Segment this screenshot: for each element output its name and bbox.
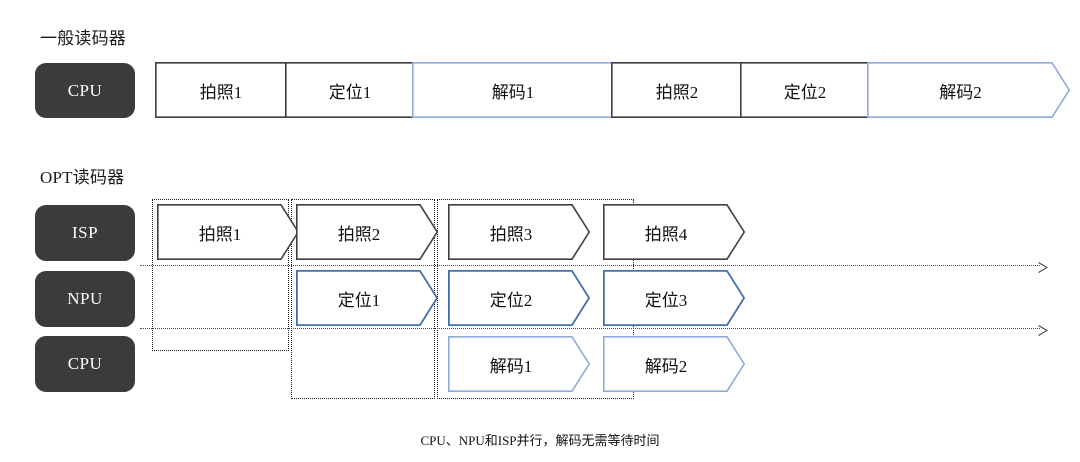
lane-chip-isp: ISP [35, 205, 135, 261]
general-cpu-step-5: 定位2 [740, 62, 887, 119]
isp-timeline-arrowhead-icon [1038, 260, 1049, 278]
opt-npu-step-3: 定位3 [603, 270, 746, 326]
general-cpu-step-4: 拍照2 [611, 62, 760, 119]
lane-chip-cpu-general: CPU [35, 63, 135, 118]
npu-timeline [140, 328, 1040, 329]
opt-reader-heading: OPT读码器 [40, 168, 125, 187]
opt-isp-step-3: 拍照3 [448, 204, 591, 261]
isp-timeline [140, 265, 1040, 266]
opt-isp-step-4: 拍照4 [603, 204, 746, 261]
general-reader-heading: 一般读码器 [40, 29, 126, 48]
opt-isp-step-2: 拍照2 [296, 204, 439, 261]
general-cpu-step-3: 解码1 [412, 62, 631, 119]
general-cpu-step-6: 解码2 [867, 62, 1071, 119]
lane-chip-cpu-opt: CPU [35, 336, 135, 392]
lane-chip-npu: NPU [35, 271, 135, 327]
opt-cpu-step-1: 解码1 [448, 336, 591, 393]
general-cpu-step-1: 拍照1 [155, 62, 304, 119]
general-cpu-step-2: 定位1 [285, 62, 432, 119]
opt-cpu-step-2: 解码2 [603, 336, 746, 393]
opt-npu-step-1: 定位1 [296, 270, 439, 326]
npu-timeline-arrowhead-icon [1038, 323, 1049, 341]
opt-isp-step-1: 拍照1 [157, 204, 300, 261]
opt-npu-step-2: 定位2 [448, 270, 591, 326]
frame-1-group [152, 199, 289, 351]
diagram-caption: CPU、NPU和ISP并行，解码无需等待时间 [420, 433, 660, 448]
